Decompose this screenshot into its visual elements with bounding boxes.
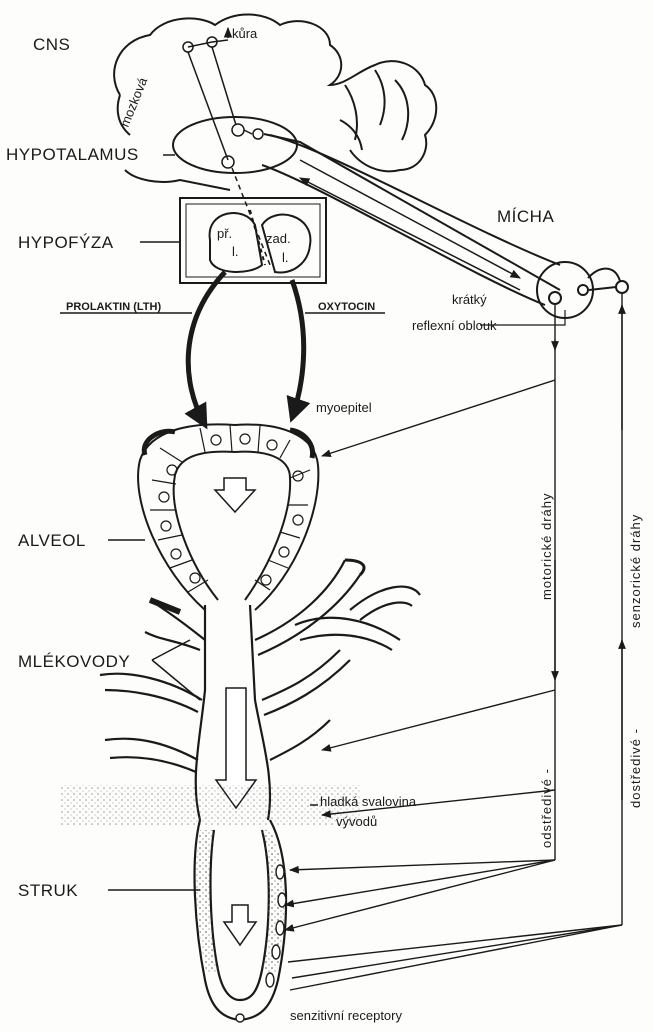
nerve-pathways	[285, 293, 622, 990]
label-oxytocin: OXYTOCIN	[318, 301, 375, 313]
label-micha: MÍCHA	[497, 207, 554, 226]
milk-flow-arrow-1	[215, 478, 255, 512]
label-struk: STRUK	[18, 881, 78, 900]
label-dostredive: dostředivé -	[628, 728, 643, 808]
label-motoricke-drahy: motorické dráhy	[539, 493, 554, 600]
label-senzoricke-drahy: senzorické dráhy	[628, 514, 643, 628]
label-senzitivni-receptory: senzitivní receptory	[290, 1008, 402, 1023]
label-myoepitel: myoepitel	[316, 400, 372, 415]
alveolus	[138, 424, 318, 610]
milk-flow-arrow-3	[224, 905, 256, 945]
label-prolaktin: PROLAKTIN (LTH)	[66, 301, 161, 313]
label-mozkova: mozková	[117, 75, 151, 130]
label-pr: př.	[217, 226, 232, 241]
label-hladka-svalovina: hladká svalovina	[320, 794, 417, 809]
label-alveol: ALVEOL	[18, 531, 86, 550]
label-cns: CNS	[33, 35, 70, 54]
hypophysis	[180, 198, 326, 283]
label-vyvodu: vývodů	[336, 814, 377, 829]
milk-ducts	[100, 560, 420, 820]
label-pr-l: l.	[232, 244, 239, 259]
alveolus-cells	[150, 425, 310, 592]
label-odstredive: odstředivé -	[539, 768, 554, 848]
hormone-pathways	[188, 272, 303, 425]
label-zad-l: l.	[282, 250, 289, 265]
label-kratky: krátký	[452, 292, 487, 307]
label-mlekovody: MLÉKOVODY	[18, 652, 130, 671]
label-reflexni-oblouk: reflexní oblouk	[412, 318, 497, 333]
spinal-cord	[262, 135, 628, 318]
label-hypotalamus: HYPOTALAMUS	[6, 145, 139, 164]
label-zad: zad.	[266, 231, 291, 246]
brain-cortex	[114, 14, 436, 190]
label-hypofyza: HYPOFÝZA	[18, 233, 114, 252]
label-kura: kůra	[232, 26, 258, 41]
